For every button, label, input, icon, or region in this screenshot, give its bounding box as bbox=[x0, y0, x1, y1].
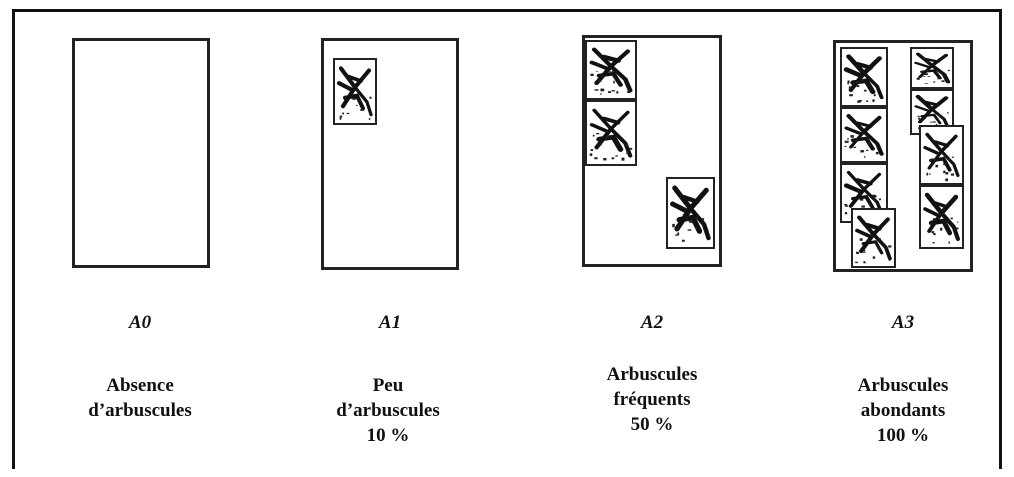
arbuscule-icon bbox=[851, 208, 896, 268]
category-description-a0: Absence d’arbuscules bbox=[40, 373, 240, 423]
category-code-a1: A1 bbox=[378, 312, 402, 333]
arbuscule-drawing bbox=[589, 108, 633, 161]
description-line: 10 % bbox=[366, 425, 410, 446]
description-line: abondants bbox=[860, 400, 946, 421]
cell-panel-a2 bbox=[582, 35, 722, 267]
cell-panel-a1 bbox=[321, 38, 459, 270]
arbuscule-icon bbox=[666, 177, 715, 249]
description-line: Peu bbox=[372, 375, 404, 396]
description-line: d’arbuscules bbox=[336, 400, 440, 421]
category-code-a0: A0 bbox=[128, 312, 152, 333]
arbuscule-icon bbox=[840, 47, 888, 107]
arbuscule-icon bbox=[333, 58, 377, 125]
arbuscule-drawing bbox=[855, 215, 892, 264]
arbuscule-icon bbox=[585, 100, 637, 166]
arbuscule-drawing bbox=[337, 66, 373, 120]
description-line: Arbuscules bbox=[606, 364, 698, 385]
description-line: d’arbuscules bbox=[88, 400, 192, 421]
category-description-a1: Peu d’arbuscules 10 % bbox=[288, 373, 488, 448]
description-line: 100 % bbox=[876, 425, 930, 446]
category-description-a2: Arbuscules fréquents 50 % bbox=[552, 362, 752, 437]
arbuscule-drawing bbox=[843, 54, 884, 103]
description-line: Arbuscules bbox=[857, 375, 949, 396]
category-description-a3: Arbuscules abondants 100 % bbox=[803, 373, 1003, 448]
cell-panel-a0 bbox=[72, 38, 210, 268]
description-line: Absence bbox=[106, 375, 174, 396]
arbuscule-drawing bbox=[914, 52, 951, 84]
arbuscule-drawing bbox=[589, 47, 633, 95]
figure-frame bbox=[12, 9, 1002, 469]
category-code-a3: A3 bbox=[891, 312, 915, 333]
arbuscule-icon bbox=[840, 107, 888, 163]
category-code-a2: A2 bbox=[640, 312, 664, 333]
arbuscule-drawing bbox=[923, 132, 960, 182]
arbuscule-drawing bbox=[844, 114, 884, 158]
arbuscule-icon bbox=[919, 185, 964, 249]
arbuscule-drawing bbox=[923, 192, 961, 244]
description-line: 50 % bbox=[630, 414, 674, 435]
cell-panel-a3 bbox=[833, 40, 973, 272]
arbuscule-drawing bbox=[670, 185, 711, 242]
arbuscule-icon bbox=[919, 125, 964, 185]
arbuscule-icon bbox=[585, 40, 637, 100]
description-line: fréquents bbox=[613, 389, 691, 410]
arbuscule-icon bbox=[910, 47, 954, 89]
